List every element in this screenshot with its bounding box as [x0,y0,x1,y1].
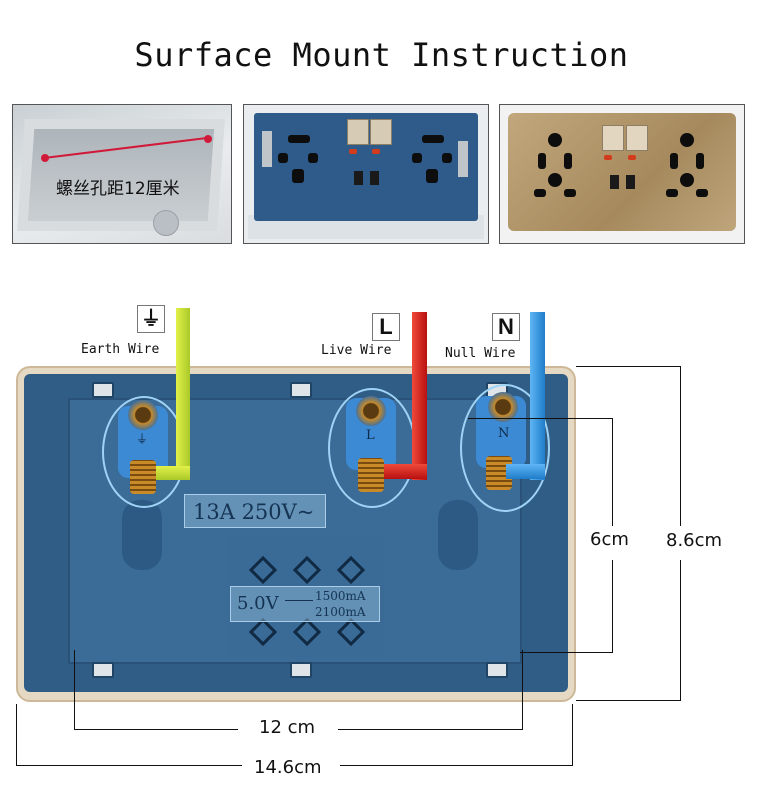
socket-front-photo [499,104,745,244]
null-wire [530,312,545,480]
usb-current-1: 1500mA [315,589,366,603]
null-symbol-icon: N [492,313,520,341]
earth-wire [176,308,190,480]
live-wire-label: Live Wire [321,343,392,358]
null-terminal-zoom [460,384,550,512]
inner-width-label: 12 cm [259,717,316,738]
outer-height-label: 8.6cm [666,530,723,551]
outer-width-label: 14.6cm [254,757,322,778]
page-title: Surface Mount Instruction [134,36,629,74]
main-rating-label: 13A 250V~ [184,494,326,528]
live-wire [412,312,427,480]
socket-back-photo [243,104,489,244]
usb-current-2: 2100mA [315,605,366,619]
null-wire-label: Null Wire [445,346,516,361]
earth-symbol-icon: ⏚ [137,305,165,333]
mount-box-photo [12,104,232,244]
null-terminal-mark: N [498,426,510,441]
usb-rating-label: 5.0V 1500mA 2100mA [230,586,380,622]
earth-wire-label: Earth Wire [81,342,160,357]
live-terminal-mark: L [366,428,375,443]
earth-terminal-mark: ⏚ [136,432,149,446]
live-symbol-icon: L [372,313,400,341]
usb-voltage: 5.0V [237,593,279,614]
inner-height-label: 6cm [590,529,629,550]
